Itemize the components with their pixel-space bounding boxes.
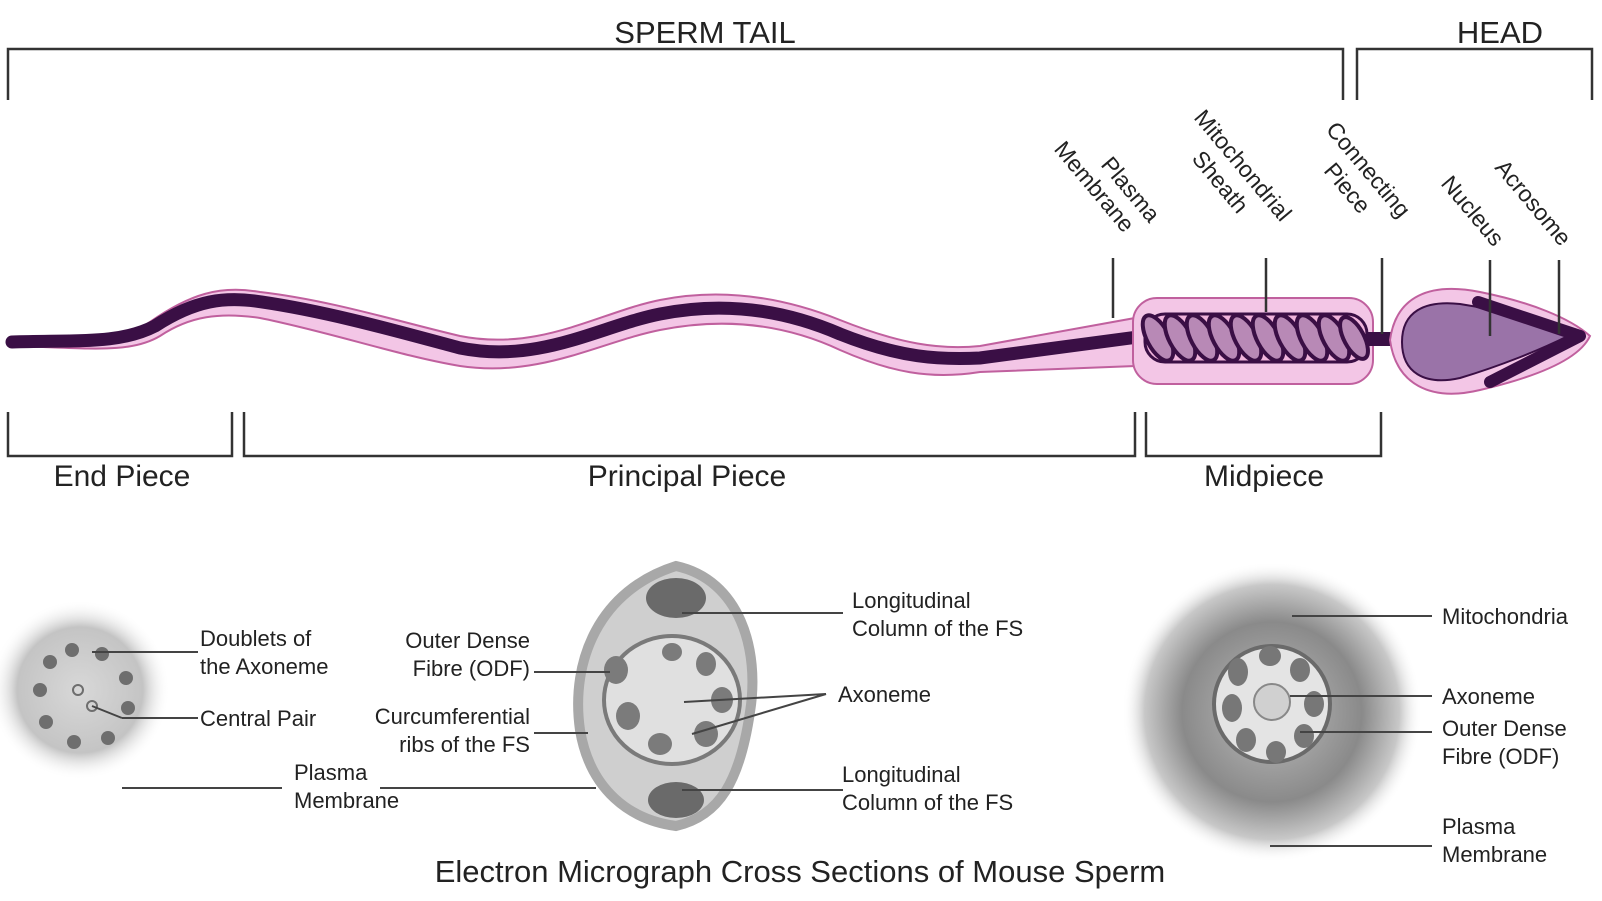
nucleus-label-text: Nucleus [1436, 171, 1509, 251]
sperm-illustration [12, 289, 1590, 394]
section2-axoneme-label: Axoneme [838, 682, 931, 707]
midpiece-label: Midpiece [1204, 460, 1324, 493]
head-label: HEAD [1457, 15, 1543, 50]
section3-axoneme-label: Axoneme [1442, 684, 1535, 709]
caption: Electron Micrograph Cross Sections of Mo… [435, 854, 1166, 889]
segment-brackets [8, 412, 1381, 456]
tail-bracket [8, 49, 1592, 100]
connecting-piece [1368, 332, 1392, 346]
ribs-label-1: Curcumferential [375, 704, 530, 729]
cross-section-end-piece [0, 600, 170, 780]
long-col-top-label-2: Column of the FS [852, 616, 1023, 641]
doublets-label-1: Doublets of [200, 626, 312, 651]
section1-plasma-label-1: Plasma [294, 760, 368, 785]
section1-plasma-label-2: Membrane [294, 788, 399, 813]
long-col-bottom-label-2: Column of the FS [842, 790, 1013, 815]
ribs-label-2: ribs of the FS [399, 732, 530, 757]
mitochondrial-sheath-label: Mitochondrial Sheath [1168, 105, 1297, 245]
long-col-bottom-label-1: Longitudinal [842, 762, 961, 787]
nucleus-label: Nucleus [1436, 171, 1509, 251]
odf-label-2: Fibre (ODF) [413, 656, 530, 681]
section3-plasma-label-1: Plasma [1442, 814, 1516, 839]
section3-odf-label-2: Fibre (ODF) [1442, 744, 1559, 769]
central-pair-label: Central Pair [200, 706, 316, 731]
long-col-top-label-1: Longitudinal [852, 588, 971, 613]
cross-section-midpiece [1122, 562, 1422, 862]
end-piece-label: End Piece [54, 460, 191, 493]
principal-piece-label: Principal Piece [588, 460, 786, 493]
connecting-piece-label: Connecting Piece [1300, 117, 1416, 241]
section3-plasma-label-2: Membrane [1442, 842, 1547, 867]
cross-section-principal-piece [578, 566, 752, 826]
section3-odf-label-1: Outer Dense [1442, 716, 1567, 741]
doublets-label-2: the Axoneme [200, 654, 328, 679]
plasma-membrane-top-label: Plasma Membrane [1049, 119, 1165, 244]
sperm-tail-label: SPERM TAIL [614, 15, 795, 50]
mitochondria-label: Mitochondria [1442, 604, 1569, 629]
odf-label-1: Outer Dense [405, 628, 530, 653]
